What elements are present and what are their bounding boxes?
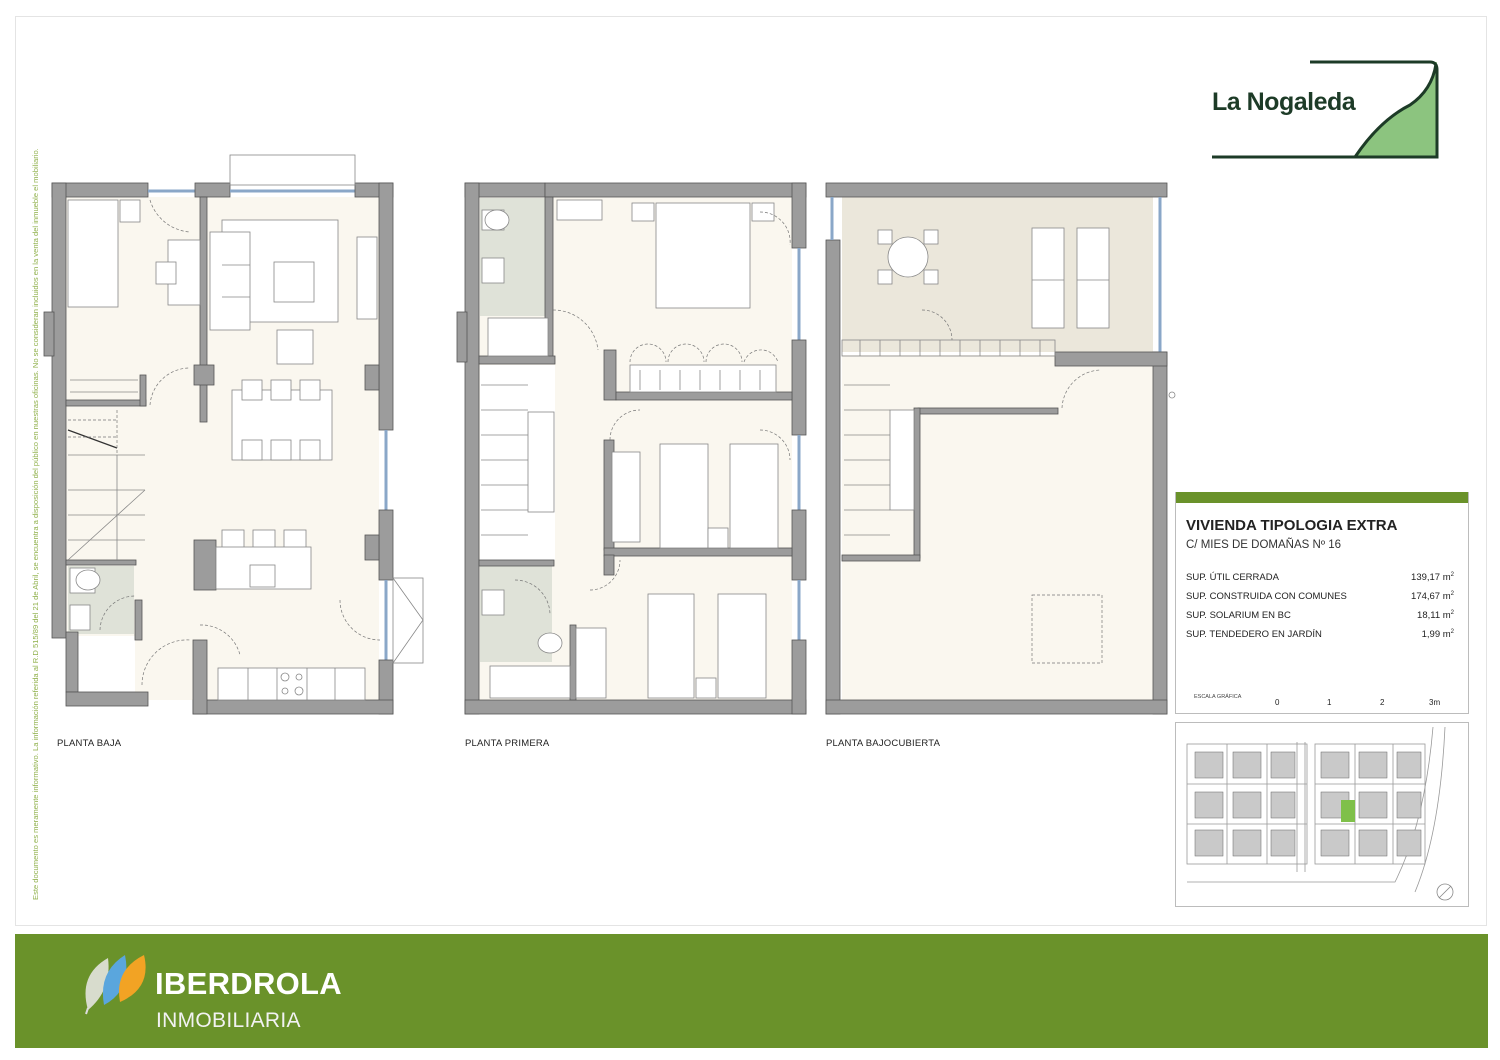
project-logo-text: La Nogaleda — [1212, 88, 1356, 116]
info-header-bar — [1176, 492, 1468, 503]
scale-tick: 2 — [1380, 698, 1385, 707]
area-row: SUP. CONSTRUIDA CON COMUNES 174,67 m2 — [1186, 591, 1454, 602]
plan-planta-bajocubierta — [825, 182, 1176, 715]
unit-info-box: VIVIENDA TIPOLOGIA EXTRA C/ MIES DE DOMA… — [1175, 492, 1469, 714]
site-plan-frame — [1175, 722, 1469, 907]
plan-label-planta-bajocubierta: PLANTA BAJOCUBIERTA — [826, 738, 941, 749]
scale-tick: 0 — [1275, 698, 1280, 707]
area-label: SUP. TENDEDERO EN JARDÍN — [1186, 629, 1322, 640]
unit-type-title: VIVIENDA TIPOLOGIA EXTRA — [1186, 517, 1398, 534]
footer-band — [15, 934, 1488, 1048]
site-plan-map — [1186, 726, 1454, 901]
area-value: 139,17 m2 — [1411, 572, 1454, 584]
plan-label-planta-baja: PLANTA BAJA — [57, 738, 122, 749]
area-value: 1,99 m2 — [1421, 629, 1454, 641]
scale-tick: 1 — [1327, 698, 1332, 707]
north-arrow-icon — [1436, 883, 1454, 901]
brand-subtitle: INMOBILIARIA — [156, 1009, 301, 1032]
page-frame — [15, 16, 1487, 926]
plan-planta-primera — [456, 182, 807, 715]
scale-label: ESCALA GRÁFICA — [1194, 694, 1242, 700]
area-label: SUP. ÚTIL CERRADA — [1186, 572, 1279, 583]
area-label: SUP. CONSTRUIDA CON COMUNES — [1186, 591, 1347, 602]
brand-name: IBERDROLA — [155, 966, 342, 1001]
scale-tick: 3m — [1429, 698, 1441, 707]
area-row: SUP. TENDEDERO EN JARDÍN 1,99 m2 — [1186, 629, 1454, 640]
plan-label-planta-primera: PLANTA PRIMERA — [465, 738, 550, 749]
plan-planta-baja — [43, 154, 424, 715]
area-label: SUP. SOLARIUM EN BC — [1186, 610, 1291, 621]
unit-address: C/ MIES DE DOMAÑAS Nº 16 — [1186, 539, 1342, 551]
area-value: 174,67 m2 — [1411, 591, 1454, 603]
highlighted-unit — [1341, 800, 1355, 822]
project-logo-graphic — [1212, 60, 1439, 159]
area-row: SUP. SOLARIUM EN BC 18,11 m2 — [1186, 610, 1454, 621]
area-value: 18,11 m2 — [1417, 610, 1454, 622]
area-row: SUP. ÚTIL CERRADA 139,17 m2 — [1186, 572, 1454, 583]
